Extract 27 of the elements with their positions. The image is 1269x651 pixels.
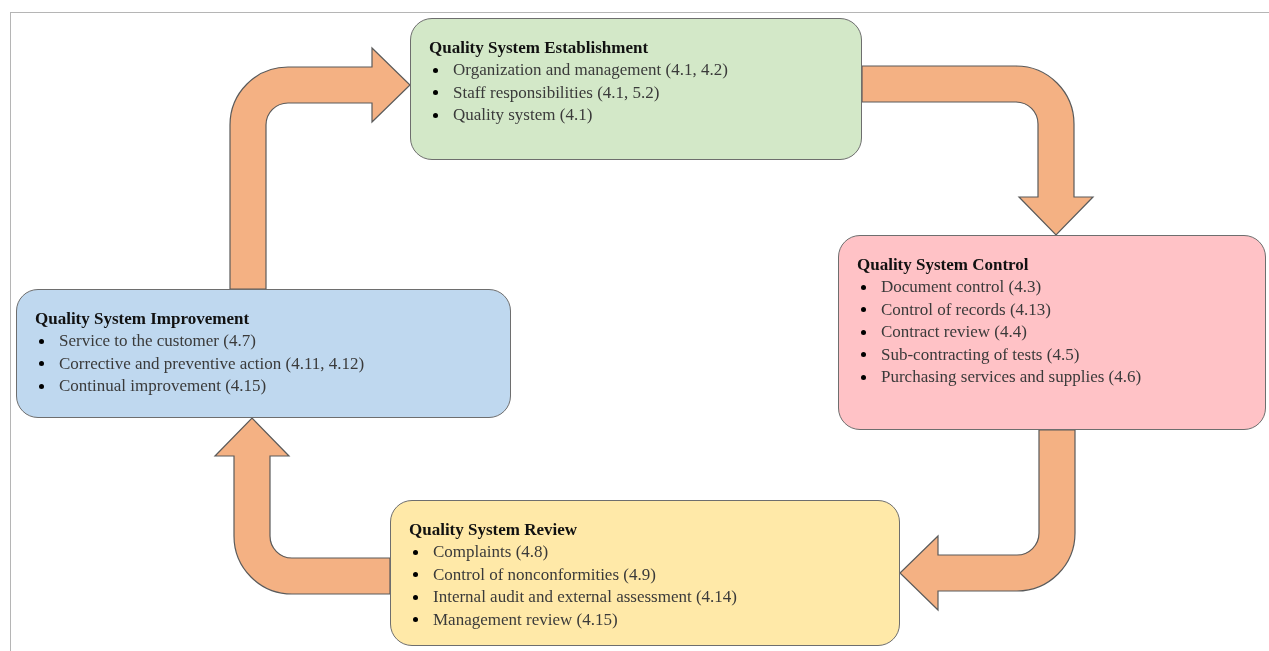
bullet-text: Purchasing services and supplies (4.6) (881, 366, 1142, 388)
block-arrow (214, 417, 391, 595)
bullet-text: Service to the customer (4.7) (59, 330, 256, 352)
bullet-text: Control of nonconformities (4.9) (433, 563, 656, 586)
box-heading: Quality System Establishment (429, 37, 650, 59)
block-arrow (861, 65, 1094, 236)
box-heading: Quality System Control (857, 254, 1030, 276)
bullet-text: Staff responsibilities (4.1, 5.2) (453, 81, 660, 104)
bullet-text: Internal audit and external assessment (4.14) (433, 586, 737, 608)
block-arrow (229, 47, 411, 290)
bullet-text: Corrective and preventive action (4.11, 4.12) (59, 352, 365, 375)
bullet-text: Document control (4.3) (881, 276, 1042, 298)
bullet-text: Organization and management (4.1, 4.2) (453, 59, 728, 81)
box-heading: Quality System Improvement (35, 308, 251, 330)
bullet-text: Continual improvement (4.15) (59, 375, 267, 397)
block-arrow (899, 429, 1076, 611)
bullet-text: Contract review (4.4) (881, 321, 1027, 343)
bullet-text: Quality system (4.1) (453, 104, 593, 126)
bullet-text: Sub-contracting of tests (4.5) (881, 343, 1080, 366)
bullet-text: Management review (4.15) (433, 608, 618, 631)
process-box (390, 500, 900, 646)
box-heading: Quality System Review (409, 519, 579, 541)
process-box (838, 235, 1266, 430)
process-box (410, 18, 862, 160)
bullet-text: Control of records (4.13) (881, 298, 1051, 321)
process-box (16, 289, 511, 418)
bullet-text: Complaints (4.8) (433, 541, 549, 563)
